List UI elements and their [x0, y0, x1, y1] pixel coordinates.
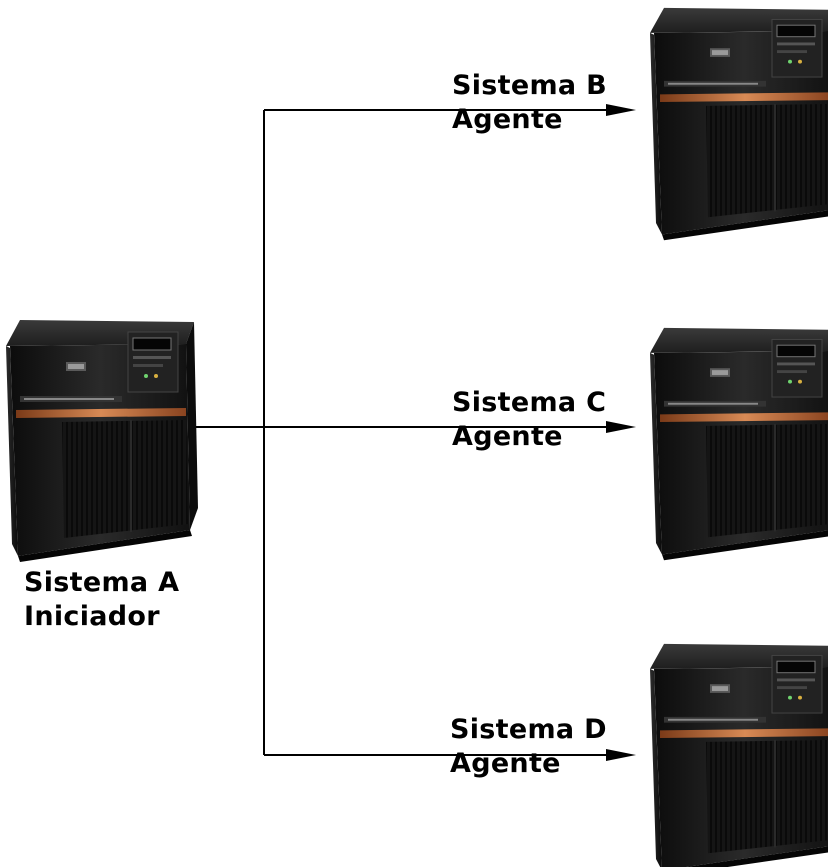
arrow-head-icon: [606, 749, 636, 761]
system-b-role: Agente: [452, 104, 563, 135]
system-c-role: Agente: [452, 421, 563, 452]
arrow-head-icon: [606, 421, 636, 433]
server-icon-c: [649, 327, 828, 561]
system-c-name: Sistema C: [452, 387, 607, 418]
server-icon-a: [5, 319, 199, 563]
system-d-label: Sistema D Agente: [450, 713, 607, 781]
system-d-role: Agente: [450, 748, 561, 779]
system-c-label: Sistema C Agente: [452, 386, 606, 454]
system-a-name: Sistema A: [24, 567, 180, 598]
arrow-head-icon: [606, 104, 636, 116]
system-d-name: Sistema D: [450, 714, 607, 745]
system-b-name: Sistema B: [452, 70, 608, 101]
system-a-label: Sistema A Iniciador: [24, 566, 179, 634]
system-a-role: Iniciador: [24, 601, 160, 632]
connection-lines: [192, 109, 610, 756]
server-icon-b: [649, 7, 828, 241]
system-b-label: Sistema B Agente: [452, 69, 607, 137]
server-icon-d: [649, 643, 828, 867]
